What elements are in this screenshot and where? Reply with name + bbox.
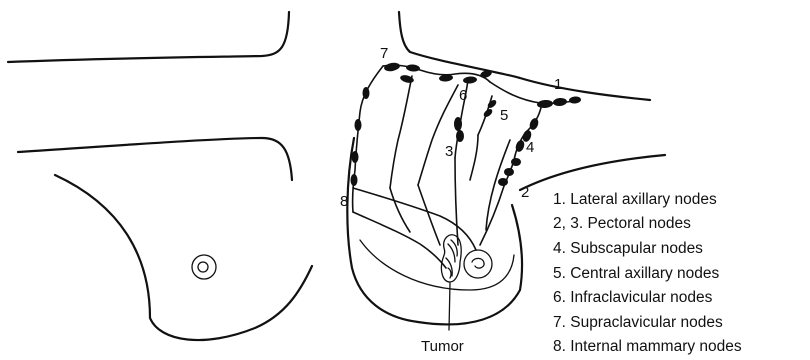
label-7: 7 [380, 45, 388, 62]
pectoral-node-group-3 [454, 117, 464, 142]
legend-item-6: 7. Supraclavicular nodes [553, 314, 723, 331]
node-number-labels: 1 2 3 4 5 6 7 8 [340, 45, 562, 210]
legend-item-7: 8. Internal mammary nodes [553, 338, 742, 355]
left-nipple-areola [192, 255, 216, 279]
label-4: 4 [526, 139, 534, 156]
internal-mammary-node-group [351, 87, 370, 186]
tumor-mass [441, 235, 461, 330]
neck-outline [399, 12, 650, 100]
legend-item-3: 4. Subscapular nodes [553, 240, 703, 257]
tumor-label: Tumor [421, 338, 464, 355]
left-torso [8, 12, 312, 340]
infraclavicular-node-group [439, 69, 493, 84]
label-6: 6 [459, 87, 467, 104]
legend-item-2: 2, 3. Pectoral nodes [553, 215, 691, 232]
lymph-nodes [351, 62, 582, 186]
label-1: 1 [554, 76, 562, 93]
legend-item-4: 5. Central axillary nodes [553, 265, 720, 282]
label-2: 2 [521, 184, 529, 201]
right-breast-lower-outline [360, 240, 514, 290]
label-8: 8 [340, 193, 348, 210]
label-5: 5 [500, 107, 508, 124]
left-breast-outline [55, 175, 312, 340]
left-arm-lower-line [18, 138, 292, 180]
tumor-leader-line [449, 283, 450, 330]
label-3: 3 [445, 143, 453, 160]
left-arm-upper-line [8, 12, 289, 62]
right-nipple-areola [464, 250, 492, 278]
legend: 1. Lateral axillary nodes 2, 3. Pectoral… [553, 191, 742, 355]
legend-item-5: 6. Infraclavicular nodes [553, 289, 713, 306]
right-arm-lower-line [520, 155, 665, 190]
lateral-axillary-node-group [537, 96, 582, 109]
legend-item-1: 1. Lateral axillary nodes [553, 191, 717, 208]
